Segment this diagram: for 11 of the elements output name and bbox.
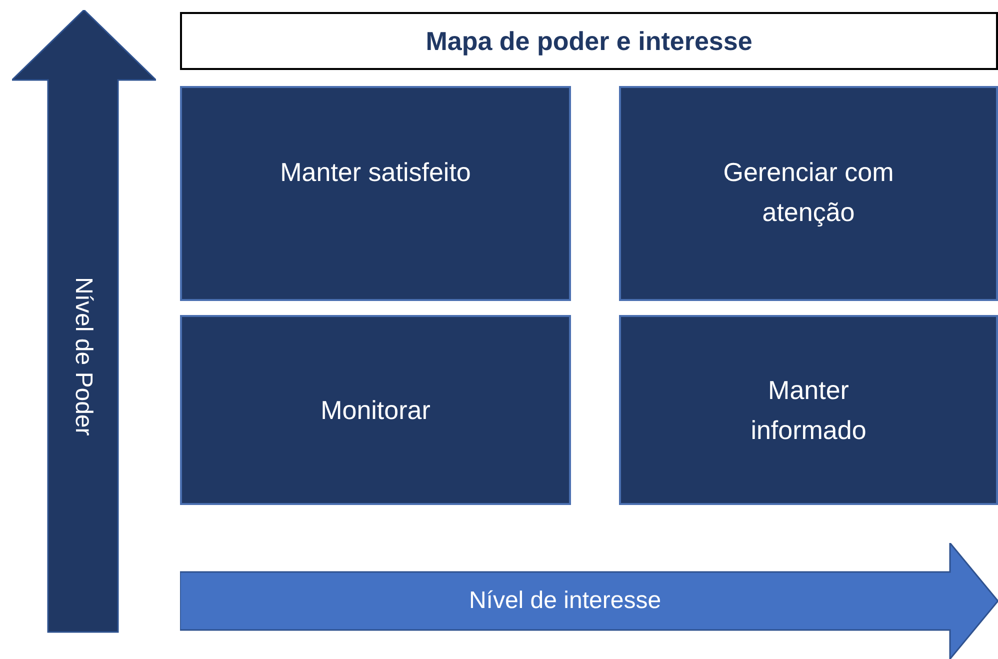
axis-label: Nível de interesse: [468, 587, 662, 615]
quadrant-box: [180, 315, 571, 505]
quadrant-box: [180, 86, 571, 301]
quadrant-label: Manter informado: [750, 374, 868, 447]
quadrant-label: Gerenciar com atenção: [722, 156, 895, 229]
title-banner: Mapa de poder e interesse: [180, 12, 998, 70]
quadrant-box: [619, 86, 998, 301]
quadrant-box: [619, 315, 998, 505]
quadrant-label: Monitorar: [320, 394, 430, 427]
axis-label: Nível de Poder: [69, 276, 97, 436]
quadrant-label: Manter satisfeito: [280, 156, 471, 189]
